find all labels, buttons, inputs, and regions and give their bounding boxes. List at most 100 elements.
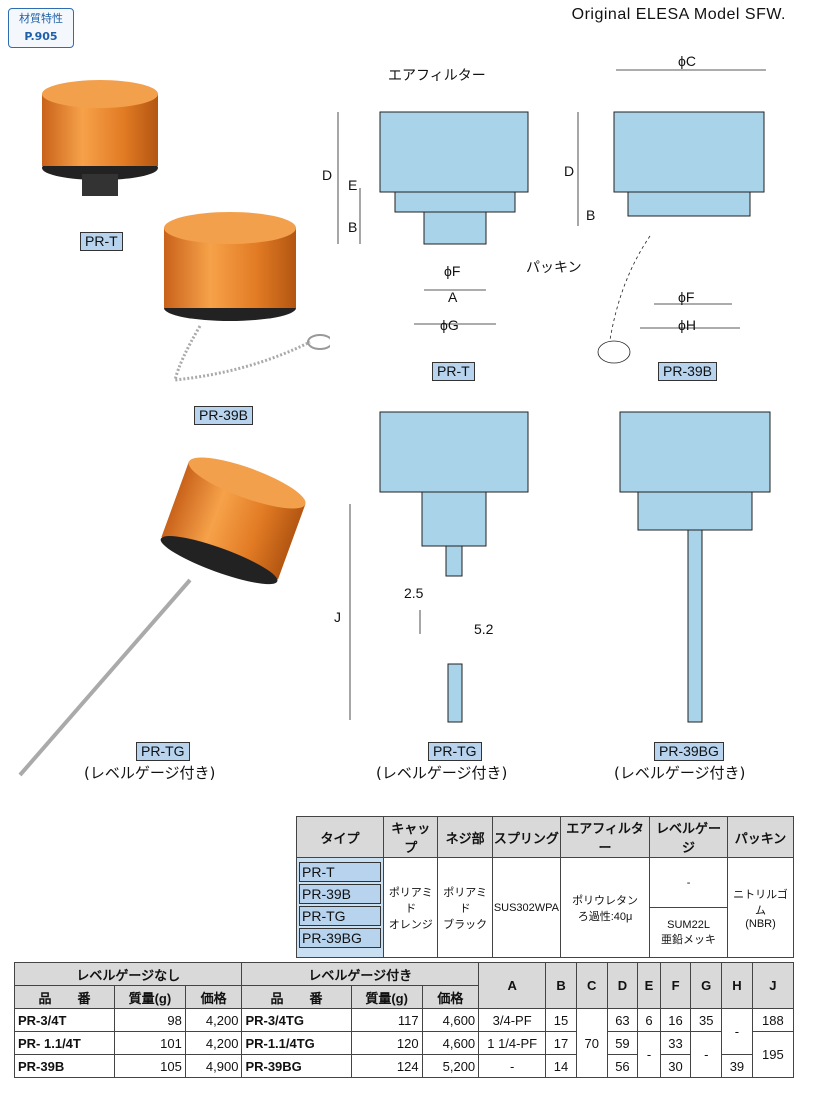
photo-label-pr-t: PR-T (80, 232, 123, 251)
col-price-g: 価格 (421, 985, 480, 1009)
pr-tg-cap-section (379, 411, 529, 493)
mass: 98 (113, 1008, 186, 1032)
mass: 105 (113, 1054, 186, 1078)
badge-page: P.905 (24, 30, 58, 43)
mass-gauge: 120 (350, 1031, 423, 1055)
dim-a: - (478, 1054, 547, 1078)
pr-t-photo (42, 80, 158, 196)
dim-label-f-39b: ϕF (678, 289, 694, 305)
pr-39b-photo (164, 212, 330, 382)
dim-b: 15 (545, 1008, 577, 1032)
col-mass: 質量(g) (113, 985, 186, 1009)
type-tag: PR-39B (299, 884, 381, 904)
type-tag: PR-39BG (299, 928, 381, 948)
col-b: B (545, 962, 577, 1009)
price-gauge: 5,200 (421, 1054, 480, 1078)
mass-gauge: 117 (350, 1008, 423, 1032)
part-number: PR-3/4T (14, 1008, 115, 1032)
dim-a: 1 1/4-PF (478, 1031, 547, 1055)
model-title: Original ELESA Model SFW. (571, 6, 786, 23)
price-gauge: 4,600 (421, 1031, 480, 1055)
col-c: C (575, 962, 608, 1009)
col-part-g: 品 番 (241, 985, 352, 1009)
table-row: PR- 1.1/4T 101 4,200 PR-1.1/4TG 120 4,60… (14, 1031, 795, 1078)
spec-cap-cell: ポリアミドオレンジ (382, 857, 439, 958)
dim-d: 56 (606, 1054, 639, 1078)
dim-label-b: B (348, 219, 357, 235)
price: 4,200 (184, 1031, 243, 1055)
spec-row: PR-T PR-39B PR-TG PR-39BG ポリアミドオレンジ ポリアミ… (296, 857, 794, 958)
dim-d: 59 (606, 1031, 639, 1055)
mass-gauge: 124 (350, 1054, 423, 1078)
part-number: PR-39B (14, 1054, 115, 1078)
col-d: D (606, 962, 639, 1009)
packing-callout: パッキン (526, 259, 582, 275)
spec-types-cell: PR-T PR-39B PR-TG PR-39BG (296, 857, 384, 958)
spec-header: レベルゲージ (649, 816, 729, 858)
material-spec-table: タイプ キャップ ネジ部 スプリング エアフィルター レベルゲージ パッキン P… (296, 816, 794, 958)
product-photos (18, 80, 330, 777)
dim-label-e: E (348, 177, 357, 193)
price: 4,200 (184, 1008, 243, 1032)
dim-label-d: D (322, 167, 332, 183)
col-part: 品 番 (14, 985, 115, 1009)
dim-g: 35 (690, 1008, 723, 1032)
dim-label-d-39b: D (564, 163, 574, 179)
col-mass-g: 質量(g) (350, 985, 423, 1009)
dim-label-j: J (334, 609, 341, 625)
price: 4,900 (184, 1054, 243, 1078)
dim-label-f: ϕF (444, 263, 460, 279)
spec-header: パッキン (727, 816, 794, 858)
dim-d: 63 (606, 1008, 639, 1032)
spec-header: ネジ部 (437, 816, 493, 858)
air-filter-callout: エアフィルター (388, 67, 486, 83)
dim-h: 39 (721, 1054, 753, 1078)
type-tag: PR-TG (299, 906, 381, 926)
group-gauge: レベルゲージ付き (241, 962, 480, 986)
dim-label-c: ϕC (678, 53, 696, 69)
dim-e: - (637, 1031, 661, 1078)
photo-label-pr-tg: PR-TG (136, 742, 190, 761)
part-number: PR- 1.1/4T (14, 1031, 115, 1055)
dim-f: 30 (659, 1054, 692, 1078)
col-j: J (751, 962, 795, 1009)
pr-t-thread-section (423, 211, 487, 245)
drawing-label-pr-39b: PR-39B (658, 362, 718, 381)
mass: 101 (113, 1031, 186, 1055)
drawing-sub-pr-tg: (レベルゲージ付き) (376, 764, 508, 782)
dim-group-row: レベルゲージなし レベルゲージ付き A B C D E F G H J (13, 962, 795, 1009)
spec-header: エアフィルター (560, 816, 651, 858)
spec-header: スプリング (491, 816, 562, 858)
dim-f: 33 (659, 1031, 692, 1055)
dim-g: - (690, 1031, 723, 1078)
dim-h: - (721, 1008, 753, 1055)
drawing-label-pr-39bg: PR-39BG (654, 742, 724, 761)
col-e: E (637, 962, 661, 1009)
spec-filter-cell: ポリウレタンろ過性:40μ (560, 857, 651, 958)
dim-label-a: A (448, 289, 458, 305)
material-badge[interactable]: 材質特性 P.905 (8, 8, 74, 48)
dim-c: 70 (575, 1008, 608, 1078)
drawing-label-pr-t: PR-T (432, 362, 475, 381)
dim-label-5-2: 5.2 (474, 621, 494, 637)
spec-spring-cell: SUS302WPA (491, 857, 562, 958)
drawing-sub-pr-39bg: (レベルゲージ付き) (614, 764, 746, 782)
dim-label-h: ϕH (678, 317, 696, 333)
group-no-gauge: レベルゲージなし (13, 962, 243, 986)
spec-header: タイプ (296, 816, 384, 858)
col-f: F (659, 962, 692, 1009)
part-number-gauge: PR-39BG (241, 1054, 352, 1078)
dim-subheader-row: 品 番 質量(g) 価格 品 番 質量(g) 価格 (14, 985, 794, 1009)
pr-39bg-cap-section (619, 411, 771, 493)
dim-label-g: ϕG (440, 317, 459, 333)
dim-b: 17 (545, 1031, 577, 1055)
technical-drawings: D E B ϕF A ϕG ϕC D B ϕF ϕH J 2.5 5.2 エアフ… (322, 53, 771, 723)
dim-j: 195 (751, 1031, 795, 1078)
table-row: PR-39B 105 4,900 PR-39BG 124 5,200 - 14 … (14, 1054, 794, 1078)
badge-label: 材質特性 (19, 12, 63, 25)
photo-sub-pr-tg: (レベルゲージ付き) (84, 764, 216, 782)
drawing-label-pr-tg: PR-TG (428, 742, 482, 761)
part-number-gauge: PR-3/4TG (241, 1008, 352, 1032)
price-gauge: 4,600 (421, 1008, 480, 1032)
